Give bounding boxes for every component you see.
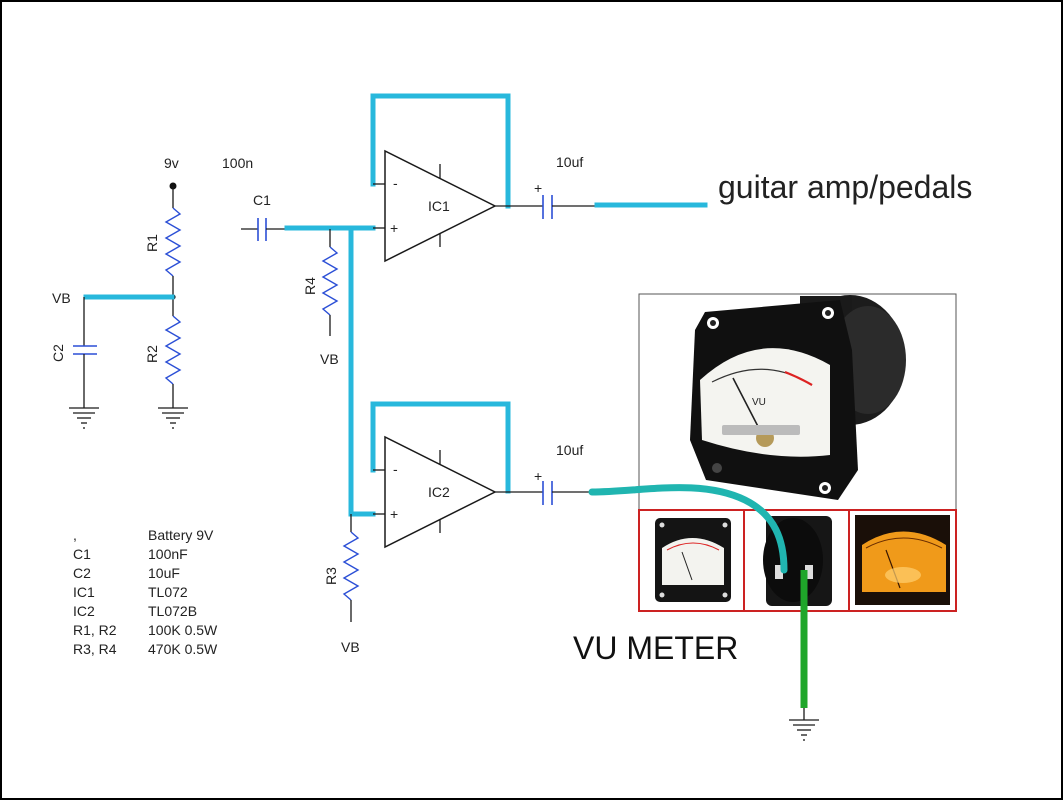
vb-node-label: VB	[52, 290, 71, 306]
r4-label: R4	[302, 277, 318, 295]
ic1-label: IC1	[428, 198, 450, 214]
cap1-polarity: +	[534, 180, 542, 196]
r2-resistor	[164, 315, 182, 385]
c1-label: C1	[253, 192, 271, 208]
ground-icon	[69, 407, 99, 429]
bom-value: 10uF	[148, 565, 180, 581]
bom-ref: IC2	[73, 603, 95, 619]
cap2-polarity: +	[534, 468, 542, 484]
output-capacitor-1: 10uf +	[534, 154, 708, 219]
r2-label: R2	[144, 345, 160, 363]
r4-vb-label: VB	[320, 351, 339, 367]
meter-signal-lead	[588, 484, 788, 574]
r3-resistor	[342, 531, 360, 601]
r3-vb-label: VB	[341, 639, 360, 655]
bom-value: 100K 0.5W	[148, 622, 218, 638]
c2-label: C2	[50, 344, 66, 362]
ic2-plus: +	[390, 506, 398, 522]
ground-icon	[158, 407, 188, 429]
bias-divider: 9v R1 R2 VB C2	[50, 155, 188, 429]
bom-value: 100nF	[148, 546, 188, 562]
r3-label: R3	[323, 567, 339, 585]
vu-meter-photo: VU	[638, 293, 957, 512]
input-stage: 100n C1 R4 VB R3 VB	[222, 155, 376, 655]
ic2-label: IC2	[428, 484, 450, 500]
bom-value: TL072	[148, 584, 188, 600]
bom-value: 470K 0.5W	[148, 641, 218, 657]
bom-ref: R1, R2	[73, 622, 117, 638]
meter-face-label: VU	[752, 397, 766, 408]
c1-capacitor	[257, 218, 267, 241]
ground-icon	[789, 708, 819, 741]
bom-value: TL072B	[148, 603, 197, 619]
cap2-value-label: 10uf	[556, 442, 583, 458]
ic1-opamp: - + IC1	[370, 93, 543, 263]
vcc-label: 9v	[164, 155, 179, 171]
ic2-minus: -	[393, 461, 398, 477]
bom-ref: C2	[73, 565, 91, 581]
output-capacitor-2: 10uf +	[534, 442, 592, 505]
bom-ref: IC1	[73, 584, 95, 600]
output-label: guitar amp/pedals	[718, 169, 972, 205]
bom-ref: C1	[73, 546, 91, 562]
ic2-opamp: - + IC2	[370, 401, 543, 549]
c2-capacitor	[73, 345, 97, 355]
ic1-minus: -	[393, 175, 398, 191]
bom-value: Battery 9V	[148, 527, 214, 543]
c1-value-label: 100n	[222, 155, 253, 171]
bom-ref: R3, R4	[73, 641, 117, 657]
vu-meter-thumbnails	[638, 509, 957, 612]
r1-resistor	[164, 207, 182, 277]
bom-ref: ,	[73, 527, 77, 543]
r1-label: R1	[144, 234, 160, 252]
parts-list: , Battery 9V C1 100nF C2 10uF IC1 TL072 …	[73, 527, 218, 657]
ic1-plus: +	[390, 220, 398, 236]
cap1-value-label: 10uf	[556, 154, 583, 170]
vu-meter-label: VU METER	[573, 630, 738, 666]
r4-resistor	[321, 246, 339, 316]
